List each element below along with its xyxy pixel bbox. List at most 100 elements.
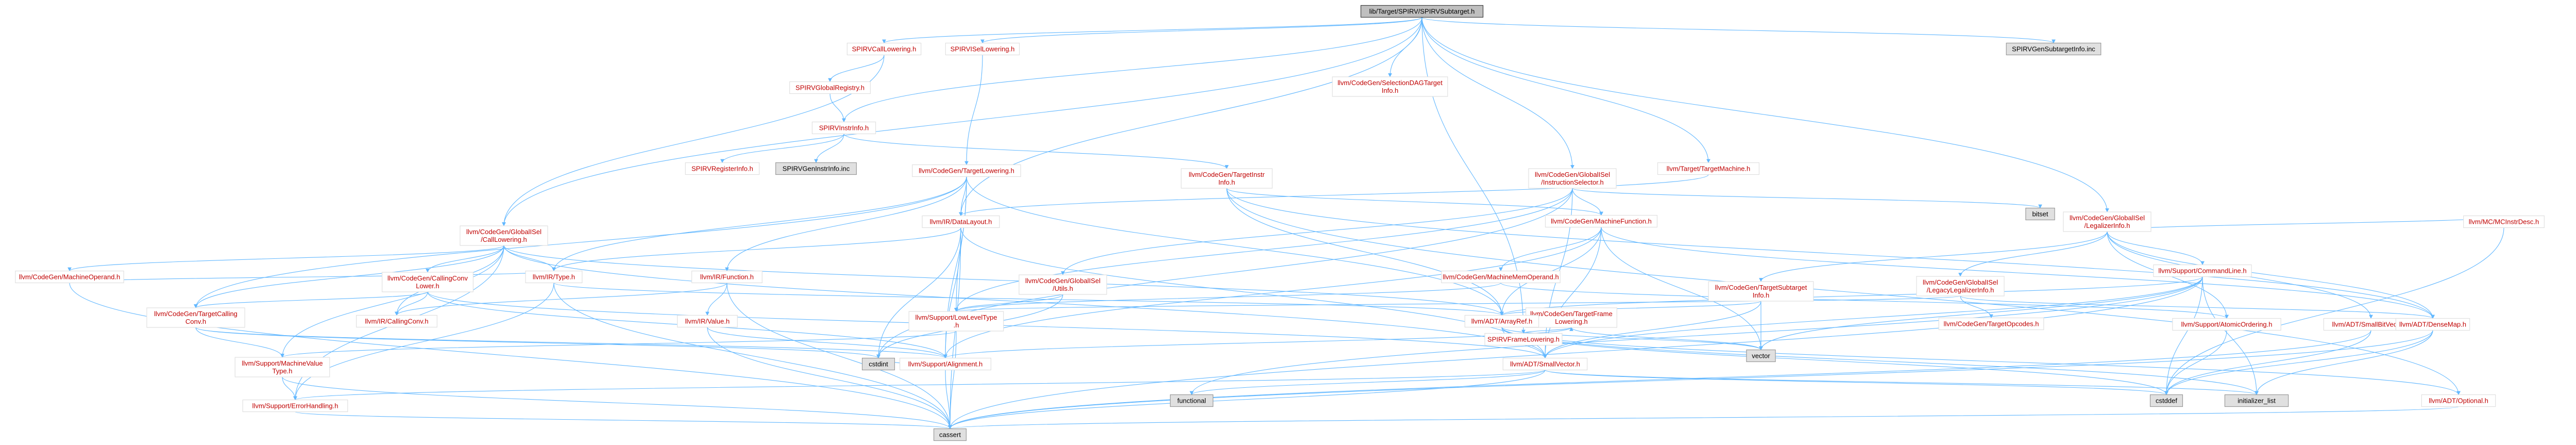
dependency-edge — [1061, 188, 1573, 275]
graph-node-gisel-call-lowering[interactable]: llvm/CodeGen/GlobalISel/CallLowering.h — [460, 225, 548, 246]
node-box — [922, 215, 1000, 228]
dependency-edge — [282, 376, 297, 401]
dependency-edge — [2164, 330, 2433, 395]
graph-node-target-opcodes[interactable]: llvm/CodeGen/TargetOpcodes.h — [1938, 317, 2044, 331]
graph-node-alignment[interactable]: llvm/Support/Alignment.h — [899, 357, 991, 371]
graph-node-gisel-legalizer[interactable]: llvm/CodeGen/GlobalISel/LegalizerInfo.h — [2063, 211, 2151, 232]
dependency-edge — [876, 227, 961, 359]
dependency-edge-gisel_instrSel-bitset — [1572, 188, 2042, 209]
graph-node-register-info[interactable]: SPIRVRegisterInfo.h — [685, 162, 760, 175]
dependency-edge-root-callLowering — [882, 17, 1422, 44]
graph-node-low-level-type[interactable]: llvm/Support/LowLevelType.h — [908, 311, 1004, 332]
node-box — [1441, 270, 1561, 284]
graph-node-gisel-instr-sel[interactable]: llvm/CodeGen/GlobalISel/InstructionSelec… — [1528, 168, 1617, 189]
graph-node-ir-type[interactable]: llvm/IR/Type.h — [525, 270, 583, 284]
dependency-edge-mcInstrDesc-cstddef — [2164, 227, 2504, 395]
dependency-edge — [954, 294, 1063, 312]
graph-node-global-registry[interactable]: SPIRVGlobalRegistry.h — [789, 81, 871, 94]
graph-node-instr-info[interactable]: SPIRVInstrInfo.h — [811, 121, 876, 135]
graph-node-ir-calling-conv[interactable]: llvm/IR/CallingConv.h — [356, 315, 437, 328]
graph-node-cstddef: cstddef — [2149, 394, 2183, 407]
graph-node-target-lowering[interactable]: llvm/CodeGen/TargetLowering.h — [912, 164, 1021, 177]
graph-node-optional[interactable]: llvm/ADT/Optional.h — [2421, 394, 2496, 407]
graph-node-machine-function[interactable]: llvm/CodeGen/MachineFunction.h — [1545, 215, 1658, 228]
graph-node-data-layout[interactable]: llvm/IR/DataLayout.h — [922, 215, 1000, 228]
dependency-edge-cgTargetCallingConv-cstdint — [195, 327, 880, 359]
dependency-edge-root-isaLowering — [980, 17, 1422, 44]
node-box — [691, 270, 762, 284]
node-box — [2006, 42, 2102, 56]
graph-node-machine-operand[interactable]: llvm/CodeGen/MachineOperand.h — [15, 270, 124, 284]
dependency-edge — [725, 176, 967, 272]
graph-node-gisel-utils[interactable]: llvm/CodeGen/GlobalISel/Utils.h — [1019, 274, 1107, 295]
dependency-edge — [1759, 231, 2108, 282]
dependency-edge — [1572, 188, 1603, 216]
node-label: llvm/CodeGen/MachineMemOperand.h — [1443, 273, 1558, 281]
dependency-edge-targetInstrInfo-denseMap — [1226, 188, 2435, 319]
node-box — [2421, 394, 2496, 407]
node-label: SPIRVCallLowering.h — [852, 45, 917, 53]
graph-node-gisel-legacy-legalizer[interactable]: llvm/CodeGen/GlobalISel/LegacyLegalizerI… — [1916, 276, 2005, 296]
node-label: llvm/ADT/ArrayRef.h — [1471, 318, 1532, 325]
dependency-edge-arrayRef-vector — [1501, 327, 1763, 351]
node-box — [525, 270, 583, 284]
dependency-edge — [426, 245, 504, 273]
dependency-edge-instrInfo-registerInfo — [720, 134, 844, 163]
graph-node-ir-value[interactable]: llvm/IR/Value.h — [677, 315, 738, 328]
dependency-edge-targetInstrInfo-optional — [1226, 188, 2461, 395]
dependency-edge-cgTargetCallingConv-machineValueType — [195, 327, 284, 358]
dependency-edge-cgTargetFrame-alignment — [943, 327, 1572, 359]
graph-node-isa-lowering[interactable]: SPIRVISelLowering.h — [945, 42, 1020, 56]
node-label: llvm/Support/AtomicOrdering.h — [2181, 321, 2272, 328]
dependency-edge-targetInstrInfo-machineFunction — [1226, 188, 1603, 216]
dependency-edge-atomicOrdering-cstddef — [2164, 330, 2227, 395]
dependency-edge — [2202, 276, 2259, 395]
dependency-edge-denseMap-cassert — [948, 330, 2433, 430]
node-label: llvm/IR/CallingConv.h — [365, 318, 428, 325]
node-box — [1528, 168, 1617, 189]
node-label: lib/Target/SPIRV/SPIRVSubtarget.h — [1369, 8, 1475, 15]
graph-node-error-handling[interactable]: llvm/Support/ErrorHandling.h — [242, 399, 348, 413]
dependency-edge-machineFunction-alignment — [943, 227, 1602, 359]
graph-node-atomic-ordering[interactable]: llvm/Support/AtomicOrdering.h — [2172, 318, 2281, 331]
node-label: vector — [1752, 352, 1770, 360]
dependency-edge — [2107, 215, 2506, 232]
graph-node-small-bit-vector[interactable]: llvm/ADT/SmallBitVector.h — [2323, 318, 2419, 331]
graph-node-bitset: bitset — [2025, 207, 2055, 221]
node-label: Info.h — [1218, 178, 1235, 186]
graph-node-frame-lowering[interactable]: SPIRVFrameLowering.h — [1484, 333, 1563, 346]
node-label: llvm/CodeGen/GlobalISel — [2070, 214, 2145, 222]
dependency-edge — [943, 327, 1572, 359]
node-box — [234, 357, 330, 377]
graph-node-dense-map[interactable]: llvm/ADT/DenseMap.h — [2395, 318, 2470, 331]
graph-node-target-machine[interactable]: llvm/Target/TargetMachine.h — [1657, 162, 1760, 175]
dependency-edge-machineMemOperand-lowLevelType — [954, 283, 1501, 312]
dependency-edge-gisel_callLowering-irType — [503, 245, 556, 272]
node-box — [861, 357, 895, 371]
dependency-edge-targetLowering-cgTargetCallingConv — [194, 176, 967, 308]
graph-node-command-line[interactable]: llvm/Support/CommandLine.h — [2153, 264, 2252, 277]
dependency-edge-targetLowering-arrayRef — [966, 176, 1504, 316]
graph-node-mc-instr-desc[interactable]: llvm/MC/MCInstrDesc.h — [2463, 215, 2545, 228]
node-box — [242, 399, 348, 413]
graph-node-small-vector[interactable]: llvm/ADT/SmallVector.h — [1502, 357, 1588, 371]
node-label: llvm/CodeGen/TargetSubtarget — [1715, 284, 1807, 291]
graph-node-call-lowering[interactable]: SPIRVCallLowering.h — [846, 42, 922, 56]
graph-node-ir-function[interactable]: llvm/IR/Function.h — [691, 270, 762, 284]
node-box — [146, 307, 245, 328]
graph-node-machine-mem-operand[interactable]: llvm/CodeGen/MachineMemOperand.h — [1441, 270, 1561, 284]
dependency-edge — [1421, 17, 2056, 44]
node-label: /Utils.h — [1053, 285, 1073, 292]
dependency-edge-gisel_legalizer-mcInstrDesc — [2107, 215, 2506, 232]
node-label: llvm/CodeGen/TargetInstr — [1189, 171, 1265, 178]
dependency-edge-cgTargetFrame-vector — [1571, 327, 1763, 351]
graph-node-array-ref[interactable]: llvm/ADT/ArrayRef.h — [1464, 315, 1539, 328]
dependency-edge — [1226, 188, 1603, 216]
